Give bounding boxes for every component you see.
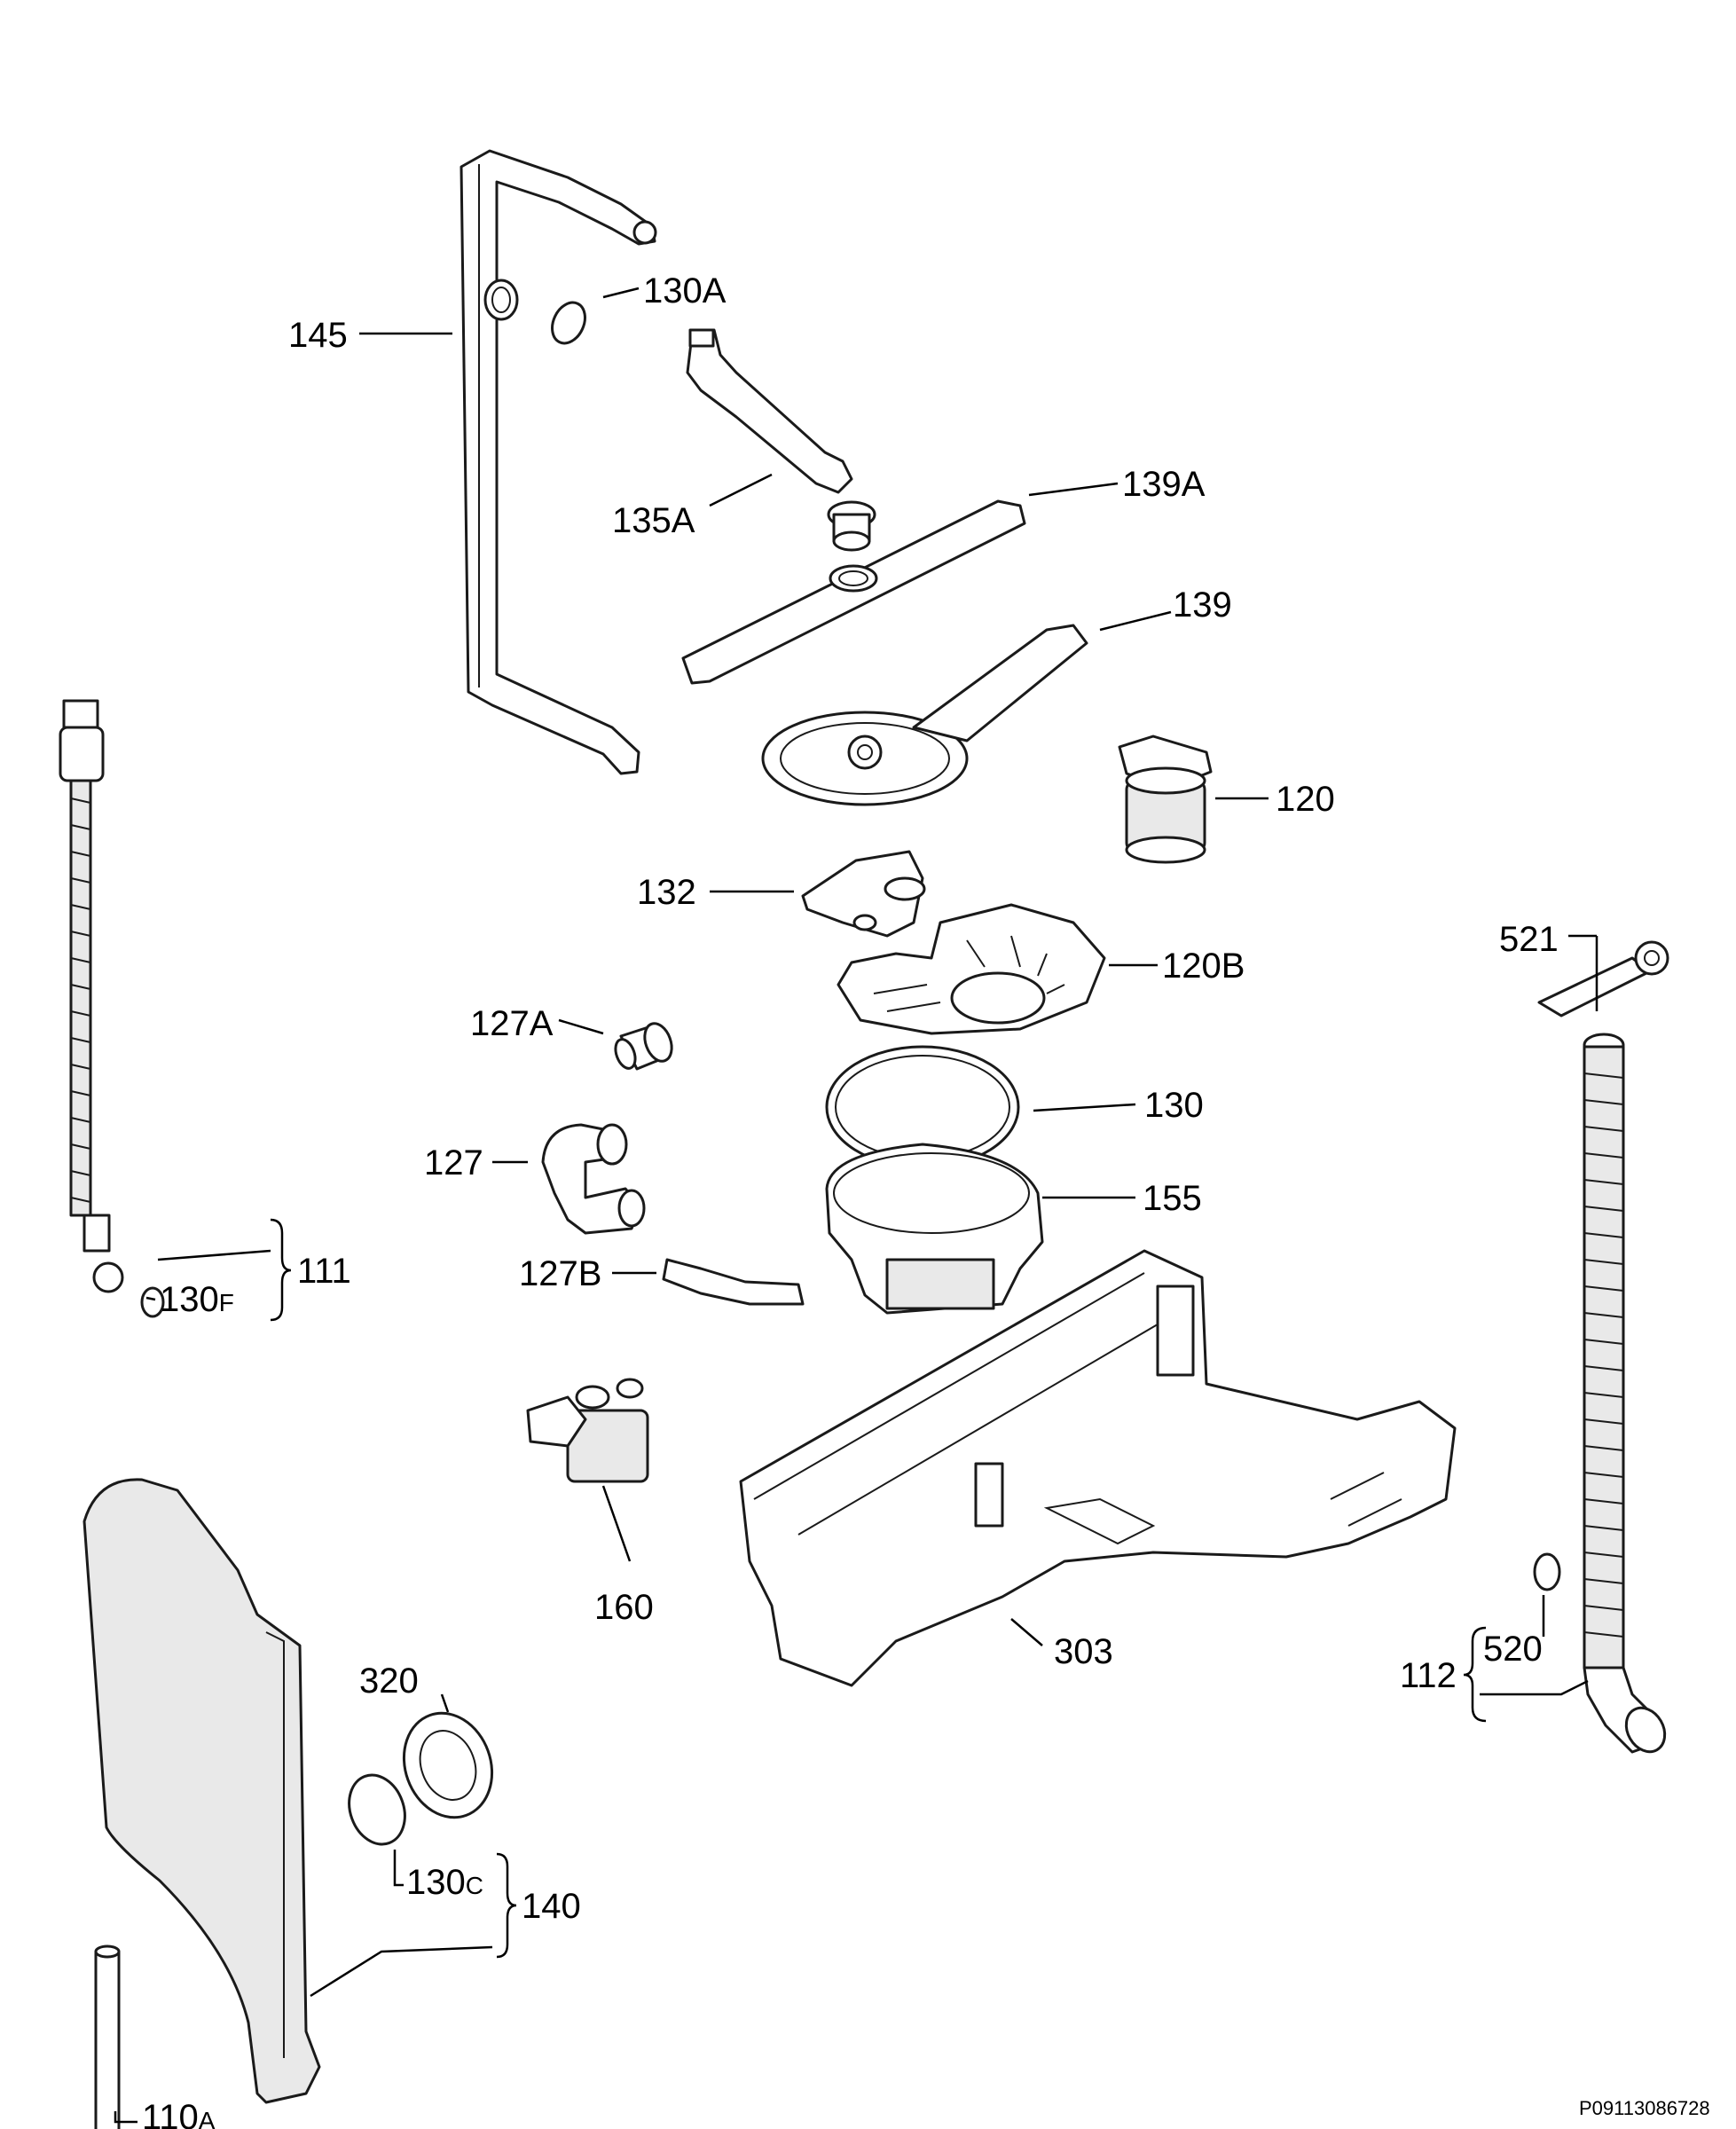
callout-127B: 127B xyxy=(519,1254,601,1293)
callout-139: 139 xyxy=(1173,585,1232,625)
drawing-code: P09113086728 xyxy=(1579,2097,1710,2119)
callout-132: 132 xyxy=(637,873,696,912)
callout-145: 145 xyxy=(288,316,348,355)
callout-130: 130 xyxy=(1144,1086,1204,1125)
leader-lines xyxy=(114,287,1599,2124)
part-120-filter xyxy=(1118,735,1213,864)
callout-120: 120 xyxy=(1276,780,1335,819)
callout-127A: 127A xyxy=(470,1004,554,1043)
callout-130A: 130A xyxy=(643,271,727,310)
part-140-side-panel xyxy=(82,1478,321,2129)
part-127A-sleeve xyxy=(614,1022,673,1071)
part-320-seal xyxy=(402,1711,494,1819)
part-127B-hose xyxy=(662,1258,805,1306)
part-130A-o-ring xyxy=(551,301,586,345)
callout-303: 303 xyxy=(1054,1632,1113,1671)
callout-130C: 130C xyxy=(406,1863,483,1902)
callout-112: 112 xyxy=(1400,1656,1457,1695)
part-139-lower-spray-arm xyxy=(761,624,1088,806)
callout-520: 520 xyxy=(1483,1630,1543,1669)
part-127-pipe-elbow xyxy=(541,1123,646,1235)
part-160-pump xyxy=(526,1378,649,1483)
part-135A-bracket xyxy=(686,328,876,552)
callout-140: 140 xyxy=(522,1887,581,1926)
part-132-cover xyxy=(801,850,926,938)
part-145-feed-pipe xyxy=(460,149,657,775)
callout-130F: 130F xyxy=(160,1280,234,1319)
callout-111: 111 xyxy=(297,1252,351,1291)
callout-155: 155 xyxy=(1143,1179,1202,1218)
callout-127: 127 xyxy=(424,1143,483,1182)
callout-521: 521 xyxy=(1499,920,1559,959)
part-112-drain-hose xyxy=(1583,1033,1667,1754)
part-130C-o-ring xyxy=(348,1773,406,1846)
part-139A-upper-spray-arm xyxy=(681,499,1026,685)
callout-110A: 110A xyxy=(142,2098,216,2129)
part-520-hose-clip xyxy=(1533,1552,1561,1591)
callout-135A: 135A xyxy=(612,501,695,540)
part-111-inlet-hose xyxy=(59,699,165,1318)
part-303-base-tray xyxy=(739,1249,1457,1687)
part-521-clip xyxy=(1537,940,1669,1017)
part-155-sump xyxy=(825,1143,1044,1315)
callout-160: 160 xyxy=(594,1588,654,1627)
callout-120B: 120B xyxy=(1162,947,1245,986)
callout-139A: 139A xyxy=(1122,465,1206,504)
part-120B-flat-filter xyxy=(837,903,1106,1035)
callout-320: 320 xyxy=(359,1662,419,1701)
